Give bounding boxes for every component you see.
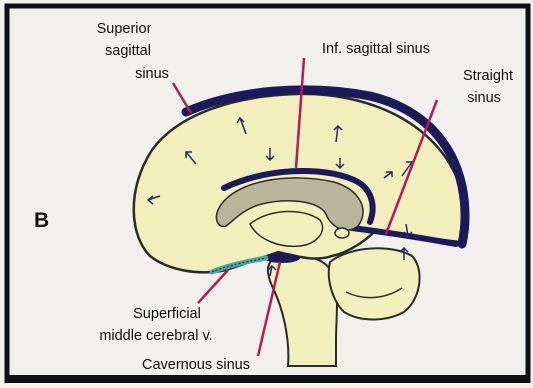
cavernous-sinus	[264, 253, 300, 263]
label-superficial-middle-cerebral-vein-line-1: Superficial	[133, 306, 201, 322]
label-superficial-middle-cerebral-vein-line-2: middle cerebral v.	[99, 328, 212, 344]
pineal-region	[335, 228, 349, 238]
panel-letter: B	[34, 209, 49, 232]
label-straight-sinus-line-1: Straight	[463, 68, 513, 84]
label-cavernous-sinus: Cavernous sinus	[142, 357, 250, 373]
label-superior-sagittal-sinus-line-3: sinus	[135, 66, 169, 82]
label-straight-sinus-line-2: sinus	[467, 90, 501, 106]
label-superior-sagittal-sinus-line-1: Superior	[97, 21, 152, 37]
cerebellum	[329, 248, 420, 319]
label-inferior-sagittal-sinus: Inf. sagittal sinus	[322, 41, 430, 57]
label-superior-sagittal-sinus-line-2: sagittal	[105, 43, 151, 59]
